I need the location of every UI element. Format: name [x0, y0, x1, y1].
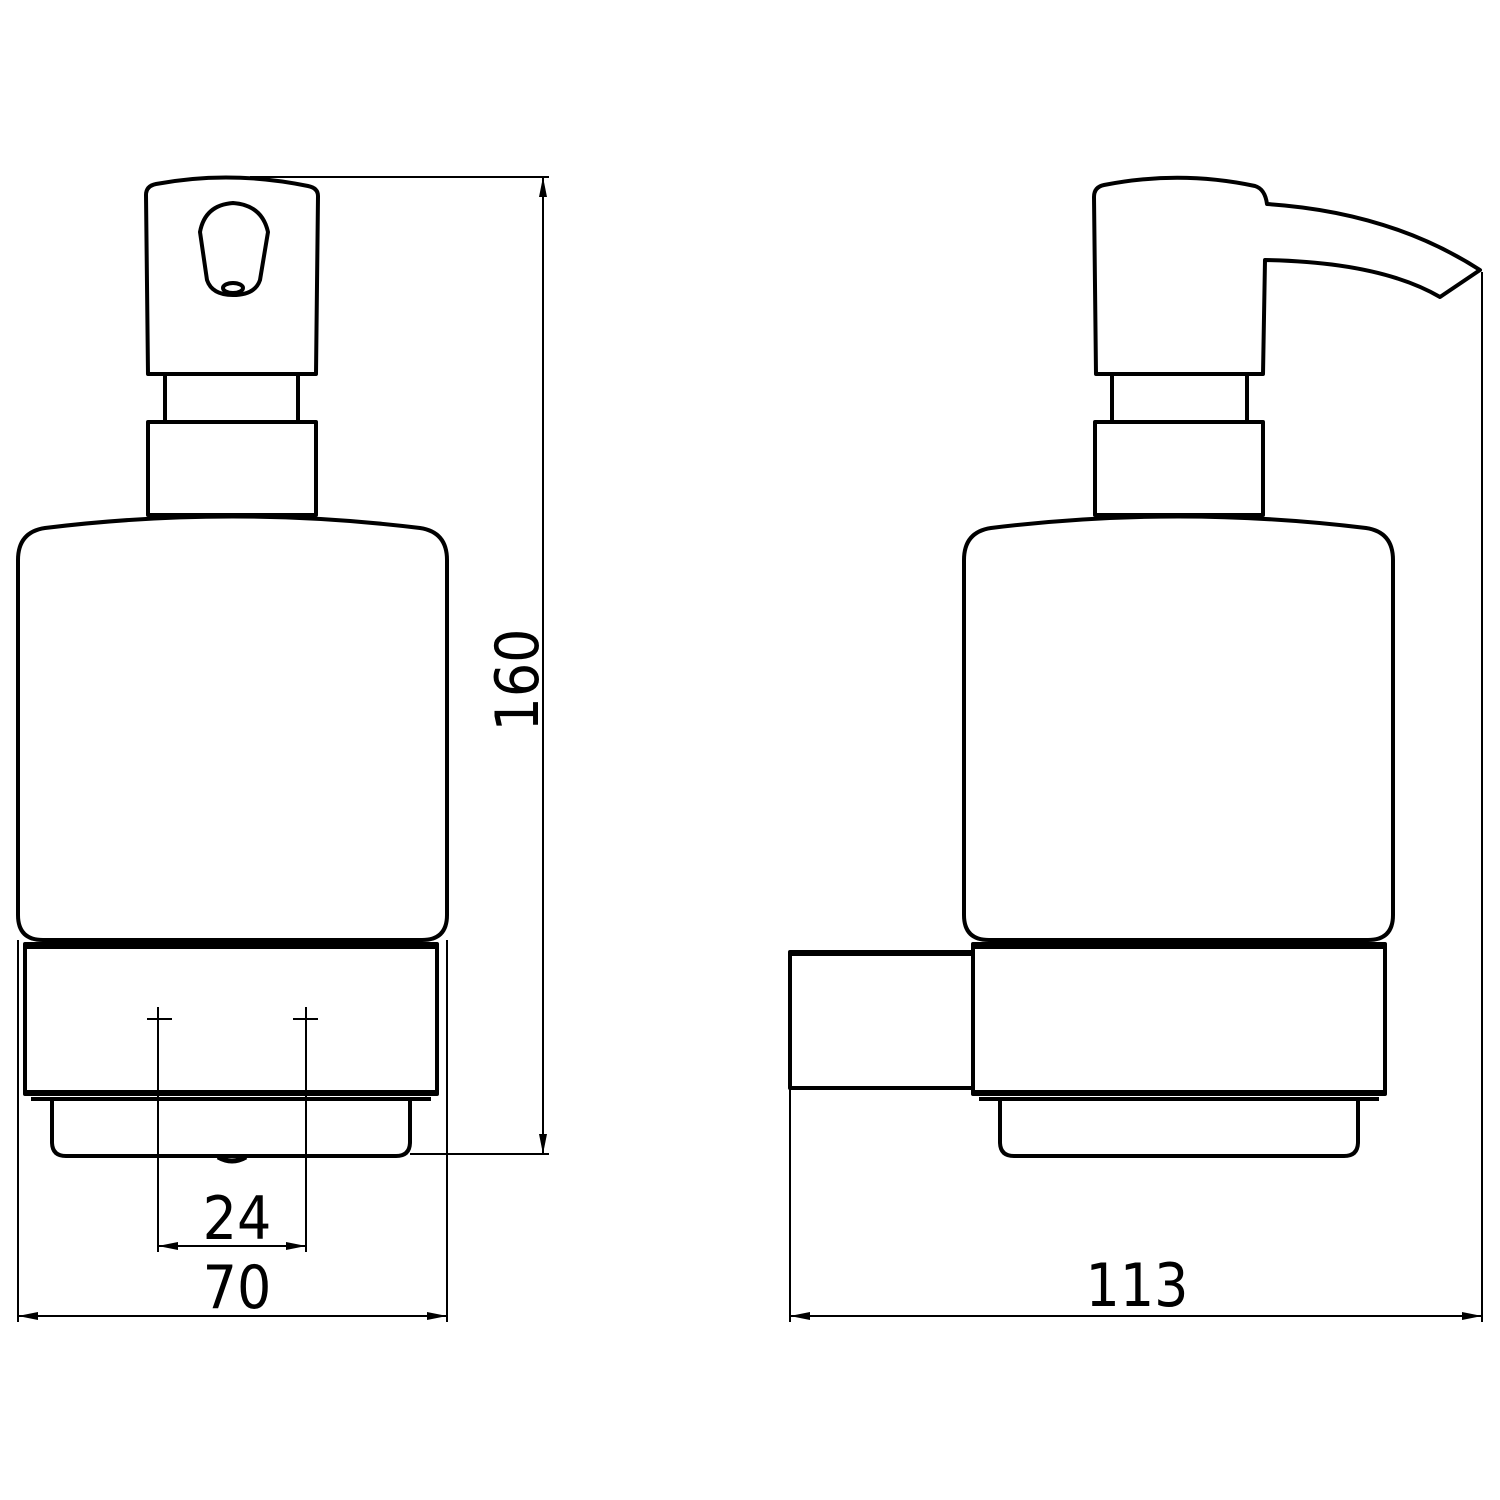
dim-width-label: 70 — [203, 1253, 272, 1323]
side-view: 113 — [788, 175, 1483, 1322]
holder-cup — [50, 1100, 412, 1158]
pump-collar — [1093, 420, 1265, 517]
nozzle-hole — [221, 281, 245, 295]
pump-collar — [146, 420, 318, 517]
pump-head — [144, 175, 320, 376]
bottle-body — [962, 514, 1395, 942]
pump-head-with-spout — [1092, 175, 1482, 376]
dim-height-label: 160 — [483, 628, 553, 731]
holder-band — [23, 942, 439, 1096]
holder-cup — [998, 1100, 1360, 1158]
bottle-body — [16, 514, 449, 942]
front-view: 24 70 160 — [16, 175, 553, 1323]
dim-hole-spacing-label: 24 — [203, 1184, 272, 1254]
dim-depth-label: 113 — [1085, 1251, 1188, 1321]
pump-neck — [1110, 372, 1249, 424]
nozzle-outlet-icon — [198, 201, 270, 297]
wall-mount-block — [788, 950, 975, 1090]
holder-band — [971, 942, 1387, 1096]
pump-neck — [163, 372, 300, 424]
